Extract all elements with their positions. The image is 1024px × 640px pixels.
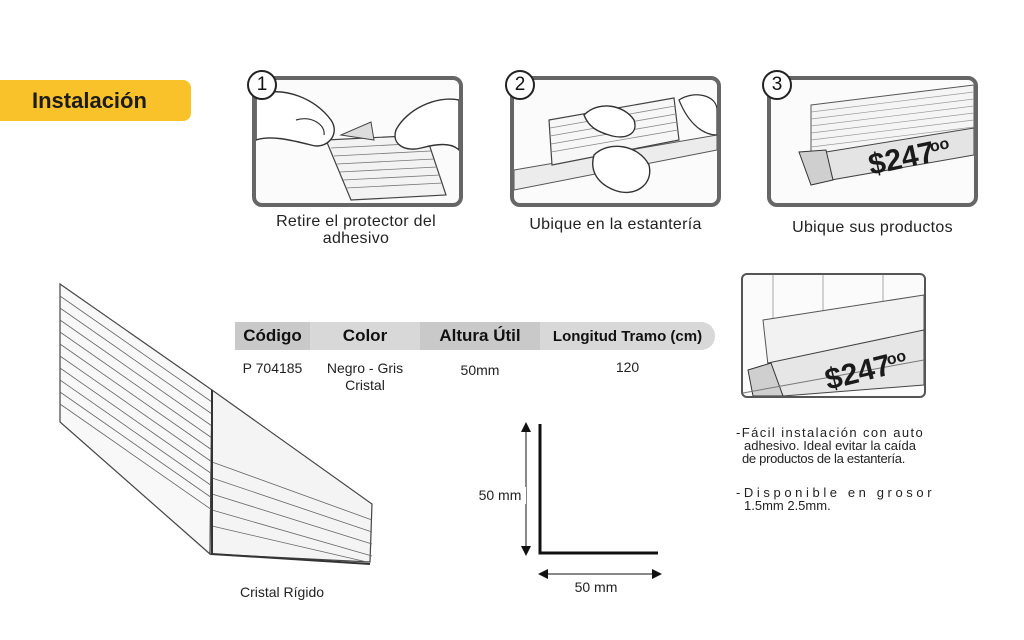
place-on-shelf-illustration (514, 94, 717, 194)
vertical-dimension-label: 50 mm (474, 487, 526, 504)
header-height: Altura Útil (439, 326, 521, 345)
cell-length: 120 (615, 359, 640, 375)
step-3-price-sup: oo (928, 135, 951, 156)
note-thickness: -Disponible en grosor 1.5mm 2.5mm. (736, 486, 966, 512)
angle-profile-image (59, 282, 373, 565)
note-1-line3: de productos de la estantería. (742, 451, 906, 466)
step-2-image (510, 76, 721, 207)
note-1-line1: -Fácil instalación con auto (736, 425, 925, 440)
step-1-caption: Retire el protector del adhesivo (276, 213, 436, 247)
step-3-number: 3 (762, 70, 792, 100)
cell-height: 50mm (460, 362, 500, 378)
step-3-image: $247 oo (767, 76, 978, 207)
dimension-diagram (521, 422, 662, 579)
header-length: Longitud Tramo (cm) (552, 327, 703, 345)
step-1-image (252, 76, 463, 207)
note-2-line2: 1.5mm 2.5mm. (744, 498, 831, 513)
cell-color-line2: Cristal (345, 377, 385, 393)
section-tab: Instalación (0, 80, 191, 121)
step-3-caption: Ubique sus productos (792, 219, 953, 236)
detail-image: $247 oo (741, 273, 926, 398)
header-color-bg (310, 322, 420, 350)
header-color: Color (342, 326, 388, 345)
cell-color-line1: Negro - Gris (326, 360, 404, 376)
section-title: Instalación (32, 88, 147, 113)
header-code: Código (243, 326, 302, 345)
horizontal-dimension-label: 50 mm (574, 579, 618, 595)
peel-adhesive-illustration (256, 91, 459, 201)
product-image-caption: Cristal Rígido (239, 584, 325, 600)
detail-price-sup: oo (885, 348, 908, 369)
note-1-line2: adhesivo. Ideal evitar la caída (744, 438, 916, 453)
step-2-caption: Ubique en la estantería (529, 216, 702, 233)
detail-price-strip-illustration: $247 oo (743, 275, 924, 396)
step-1-number: 1 (247, 70, 277, 100)
header-length-bg (540, 322, 715, 350)
note-2-line1: -Disponible en grosor (736, 485, 936, 500)
step-2-number: 2 (505, 70, 535, 100)
cell-code: P 704185 (242, 360, 303, 376)
price-strip-illustration: $247 oo (798, 84, 974, 186)
note-installation: -Fácil instalación con auto adhesivo. Id… (736, 426, 966, 465)
